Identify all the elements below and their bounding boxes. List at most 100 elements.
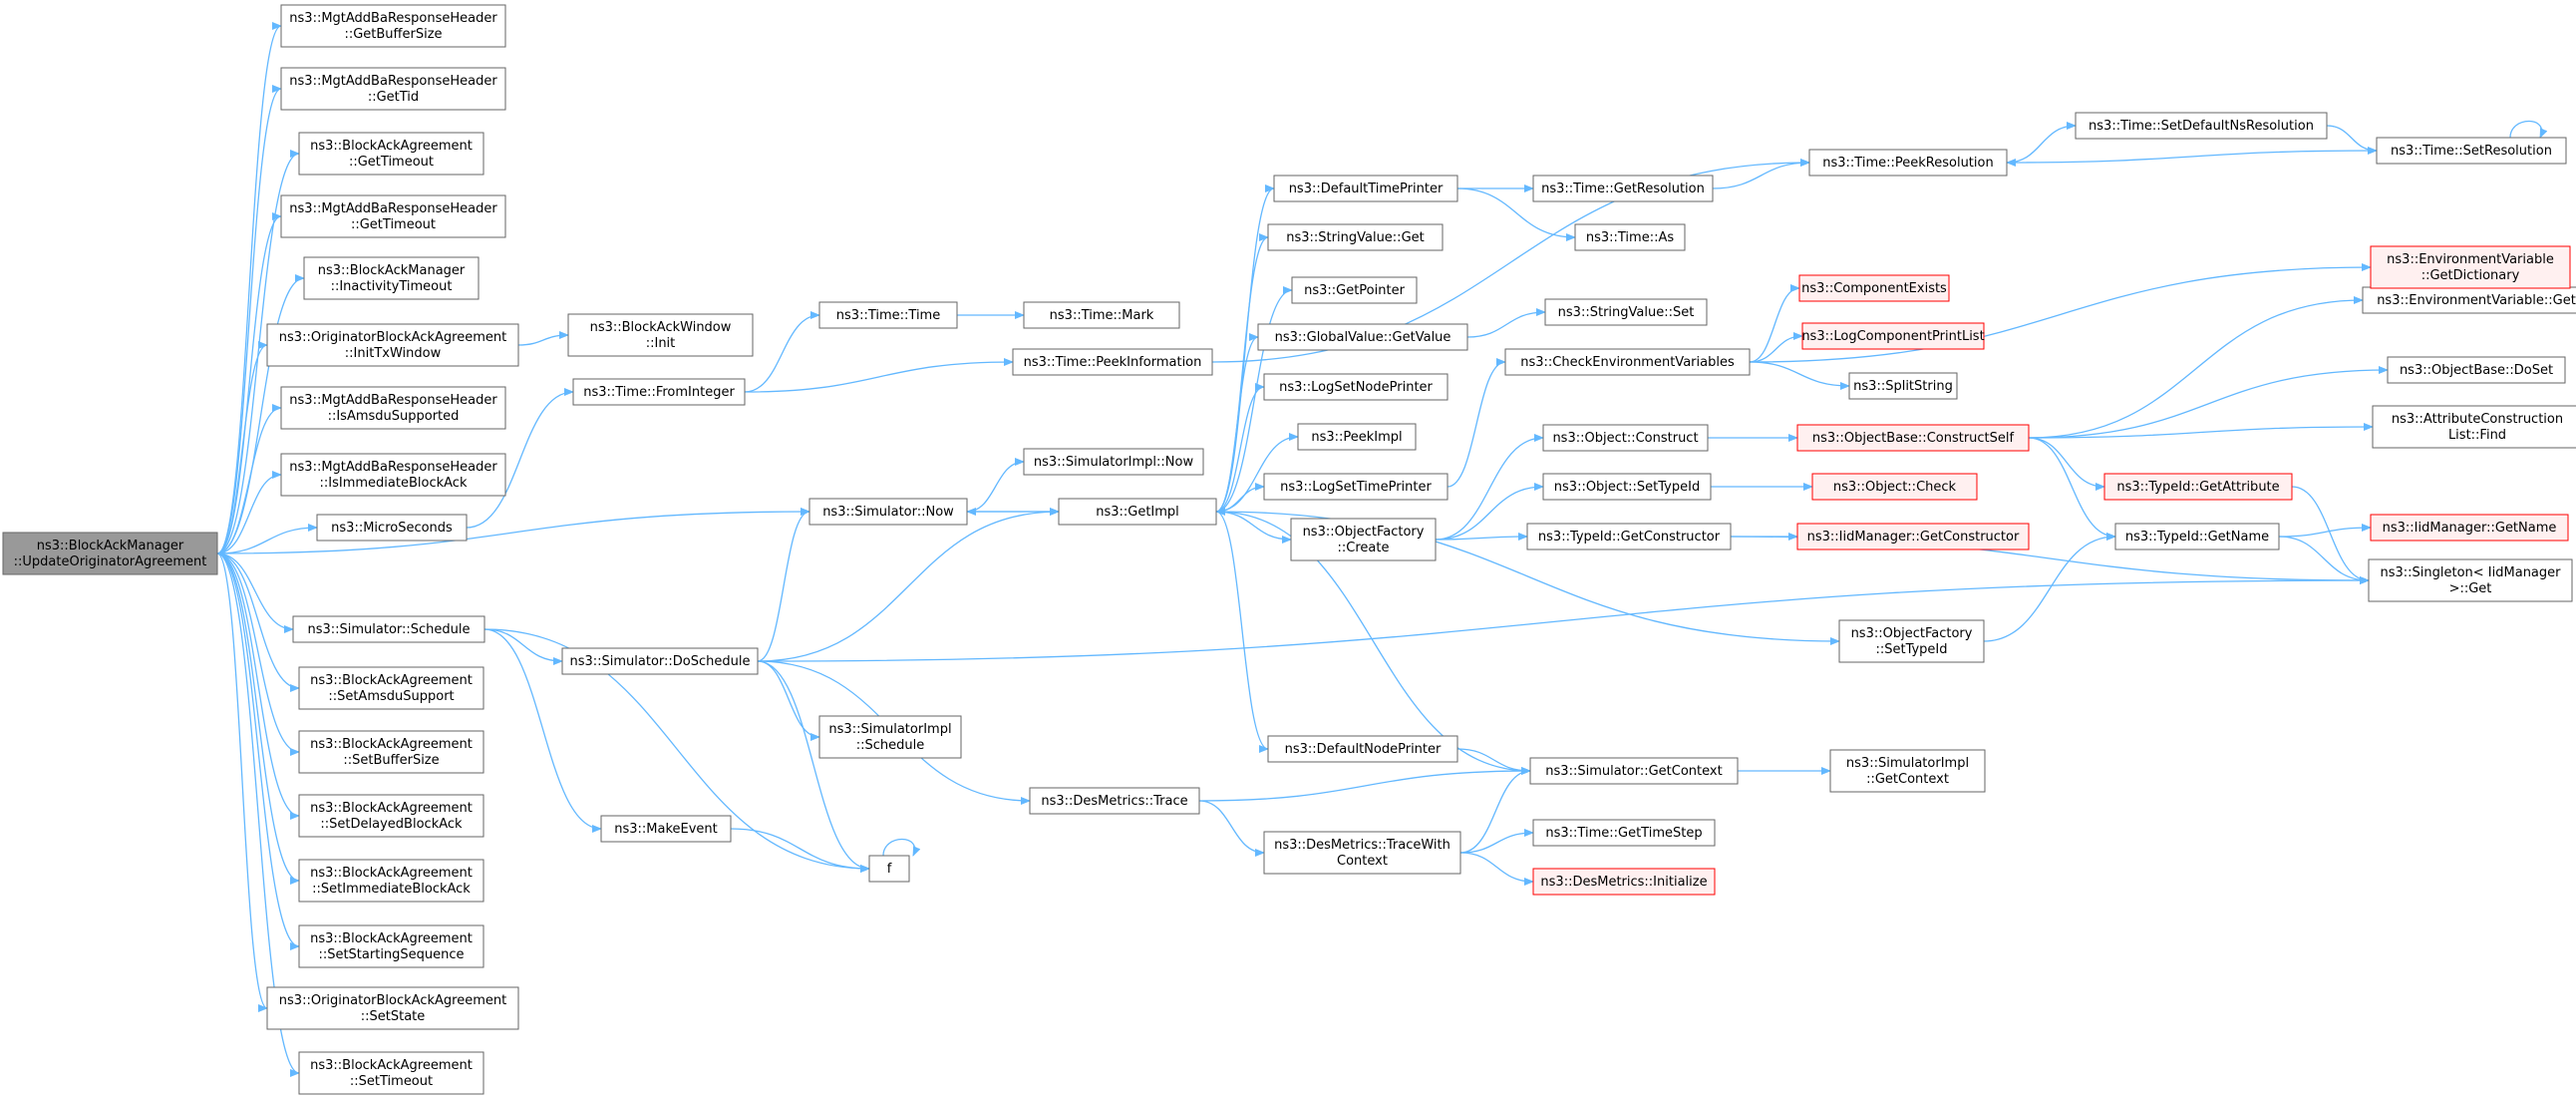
node-log-component-print-list[interactable]: ns3::LogComponentPrintList: [1801, 322, 1985, 350]
node-box: [1267, 223, 1444, 251]
node-box: [1574, 223, 1686, 251]
node-mgt-add-ba-response-header-is-amsdu-supported[interactable]: ns3::MgtAddBaResponseHeader::IsAmsduSupp…: [280, 386, 506, 430]
edge-n30-to-n31: [1198, 800, 1265, 857]
node-box: [316, 514, 468, 542]
edge-n19-to-n22: [744, 358, 1014, 393]
node-log-set-time-printer[interactable]: ns3::LogSetTimePrinter: [1263, 473, 1449, 501]
node-block-ack-agreement-set-immediate-block-ack[interactable]: ns3::BlockAckAgreement::SetImmediateBloc…: [298, 859, 484, 903]
edge-n40-to-n45: [1435, 434, 1544, 541]
node-block-ack-manager-update-originator-agreement: ns3::BlockAckManager::UpdateOriginatorAg…: [2, 532, 218, 575]
node-simulator-now[interactable]: ns3::Simulator::Now: [808, 498, 968, 526]
edge-n6-to-n18: [517, 331, 569, 346]
node-check-environment-variables[interactable]: ns3::CheckEnvironmentVariables: [1504, 348, 1751, 376]
node-label: ::GetContext: [1866, 772, 1949, 787]
node-label: ns3::MicroSeconds: [331, 521, 453, 536]
node-block-ack-window-init[interactable]: ns3::BlockAckWindow::Init: [567, 313, 754, 357]
node-box: [1291, 276, 1418, 304]
node-split-string[interactable]: ns3::SplitString: [1848, 372, 1958, 400]
node-block-ack-manager-inactivity-timeout[interactable]: ns3::BlockAckManager::InactivityTimeout: [303, 256, 480, 300]
node-des-metrics-initialize[interactable]: ns3::DesMetrics::Initialize: [1532, 868, 1716, 896]
node-label: ::SetTypeId: [1875, 642, 1947, 657]
node-box: [1257, 323, 1468, 351]
node-box: [1532, 175, 1714, 202]
node-type-id-get-name[interactable]: ns3::TypeId::GetName: [2114, 523, 2280, 550]
edge-n25-to-n32: [1215, 511, 1269, 753]
node-string-value-set[interactable]: ns3::StringValue::Set: [1544, 298, 1708, 326]
node-time-get-resolution[interactable]: ns3::Time::GetResolution: [1532, 175, 1714, 202]
node-block-ack-agreement-get-timeout[interactable]: ns3::BlockAckAgreement::GetTimeout: [298, 132, 484, 176]
node-type-id-get-attribute[interactable]: ns3::TypeId::GetAttribute: [2103, 473, 2293, 501]
node-simulator-schedule[interactable]: ns3::Simulator::Schedule: [292, 615, 485, 643]
node-log-set-node-printer[interactable]: ns3::LogSetNodePrinter: [1263, 373, 1449, 401]
node-des-metrics-trace[interactable]: ns3::DesMetrics::Trace: [1029, 787, 1200, 815]
node-time-from-integer[interactable]: ns3::Time::FromInteger: [572, 378, 746, 406]
node-object-factory-create[interactable]: ns3::ObjectFactory::Create: [1290, 518, 1437, 561]
node-label: ns3::PeekImpl: [1311, 430, 1402, 445]
node-time-set-default-ns-resolution[interactable]: ns3::Time::SetDefaultNsResolution: [2075, 112, 2328, 140]
node-block-ack-agreement-set-timeout[interactable]: ns3::BlockAckAgreement::SetTimeout: [298, 1051, 484, 1095]
node-object-base-construct-self[interactable]: ns3::ObjectBase::ConstructSelf: [1796, 424, 2030, 452]
node-mgt-add-ba-response-header-get-timeout[interactable]: ns3::MgtAddBaResponseHeader::GetTimeout: [280, 194, 506, 238]
node-box: [303, 256, 480, 300]
node-label: ns3::BlockAckAgreement: [310, 139, 473, 154]
node-simulator-impl-schedule[interactable]: ns3::SimulatorImpl::Schedule: [818, 715, 962, 759]
node-block-ack-agreement-set-delayed-block-ack[interactable]: ns3::BlockAckAgreement::SetDelayedBlockA…: [298, 794, 484, 838]
node-object-set-type-id[interactable]: ns3::Object::SetTypeId: [1542, 473, 1712, 501]
node-time-peek-information[interactable]: ns3::Time::PeekInformation: [1012, 348, 1213, 376]
node-box: [298, 859, 484, 903]
node-micro-seconds[interactable]: ns3::MicroSeconds: [316, 514, 468, 542]
node-object-construct[interactable]: ns3::Object::Construct: [1542, 424, 1709, 452]
node-default-node-printer[interactable]: ns3::DefaultNodePrinter: [1267, 735, 1458, 763]
node-simulator-impl-now[interactable]: ns3::SimulatorImpl::Now: [1023, 448, 1204, 476]
node-time-peek-resolution[interactable]: ns3::Time::PeekResolution: [1808, 149, 2008, 177]
node-block-ack-agreement-set-amsdu-support[interactable]: ns3::BlockAckAgreement::SetAmsduSupport: [298, 666, 484, 710]
node-mgt-add-ba-response-header-is-immediate-block-ack[interactable]: ns3::MgtAddBaResponseHeader::IsImmediate…: [280, 453, 506, 497]
node-label: ns3::Object::Construct: [1552, 431, 1698, 446]
node-get-impl[interactable]: ns3::GetImpl: [1058, 498, 1217, 526]
node-iid-manager-get-name[interactable]: ns3::IidManager::GetName: [2370, 514, 2569, 542]
node-originator-block-ack-agreement-set-state[interactable]: ns3::OriginatorBlockAckAgreement::SetSta…: [266, 986, 519, 1030]
node-object-factory-set-type-id[interactable]: ns3::ObjectFactory::SetTypeId: [1838, 619, 1985, 663]
node-string-value-get[interactable]: ns3::StringValue::Get: [1267, 223, 1444, 251]
node-iid-manager-get-constructor[interactable]: ns3::IidManager::GetConstructor: [1796, 523, 2030, 550]
node-block-ack-agreement-set-starting-sequence[interactable]: ns3::BlockAckAgreement::SetStartingSeque…: [298, 924, 484, 968]
node-peek-impl[interactable]: ns3::PeekImpl: [1297, 423, 1417, 451]
node-global-value-get-value[interactable]: ns3::GlobalValue::GetValue: [1257, 323, 1468, 351]
node-label: ns3::CheckEnvironmentVariables: [1520, 355, 1735, 370]
node-object-base-do-set[interactable]: ns3::ObjectBase::DoSet: [2387, 356, 2566, 384]
node-time-get-time-step[interactable]: ns3::Time::GetTimeStep: [1532, 819, 1716, 847]
node-label: ns3::SplitString: [1853, 379, 1953, 394]
node-label: ns3::ObjectBase::DoSet: [2400, 363, 2553, 378]
edge-n23-to-n24: [966, 458, 1025, 513]
node-object-check[interactable]: ns3::Object::Check: [1811, 473, 1978, 501]
node-time-set-resolution[interactable]: ns3::Time::SetResolution: [2376, 137, 2567, 165]
node-component-exists[interactable]: ns3::ComponentExists: [1798, 274, 1950, 302]
node-box: [1273, 175, 1458, 202]
node-f[interactable]: f: [868, 855, 910, 883]
node-environment-variable-get-dictionary[interactable]: ns3::EnvironmentVariable::GetDictionary: [2370, 245, 2571, 289]
node-label: ns3::MgtAddBaResponseHeader: [289, 393, 497, 408]
node-time-as[interactable]: ns3::Time::As: [1574, 223, 1686, 251]
node-make-event[interactable]: ns3::MakeEvent: [600, 815, 732, 843]
node-label: ::InactivityTimeout: [331, 279, 453, 294]
edge-root-to-n13: [216, 552, 300, 820]
node-simulator-impl-get-context[interactable]: ns3::SimulatorImpl::GetContext: [1829, 749, 1986, 793]
node-simulator-do-schedule[interactable]: ns3::Simulator::DoSchedule: [561, 647, 759, 675]
node-time-time[interactable]: ns3::Time::Time: [818, 301, 958, 329]
node-block-ack-agreement-set-buffer-size[interactable]: ns3::BlockAckAgreement::SetBufferSize: [298, 730, 484, 774]
node-simulator-get-context[interactable]: ns3::Simulator::GetContext: [1529, 757, 1739, 785]
node-default-time-printer[interactable]: ns3::DefaultTimePrinter: [1273, 175, 1458, 202]
node-mgt-add-ba-response-header-get-buffer-size[interactable]: ns3::MgtAddBaResponseHeader::GetBufferSi…: [280, 4, 506, 48]
node-mgt-add-ba-response-header-get-tid[interactable]: ns3::MgtAddBaResponseHeader::GetTid: [280, 67, 506, 111]
node-environment-variable-get[interactable]: ns3::EnvironmentVariable::Get: [2362, 286, 2576, 314]
node-originator-block-ack-agreement-init-tx-window[interactable]: ns3::OriginatorBlockAckAgreement::InitTx…: [266, 323, 519, 367]
node-singleton-iid-manager-get[interactable]: ns3::Singleton< IidManager>::Get: [2368, 558, 2573, 602]
edge-n31-to-n50: [1459, 852, 1534, 886]
node-label: ::Create: [1338, 541, 1390, 555]
node-type-id-get-constructor[interactable]: ns3::TypeId::GetConstructor: [1526, 523, 1732, 550]
node-time-mark[interactable]: ns3::Time::Mark: [1023, 301, 1180, 329]
node-box: [280, 386, 506, 430]
node-get-pointer[interactable]: ns3::GetPointer: [1291, 276, 1418, 304]
